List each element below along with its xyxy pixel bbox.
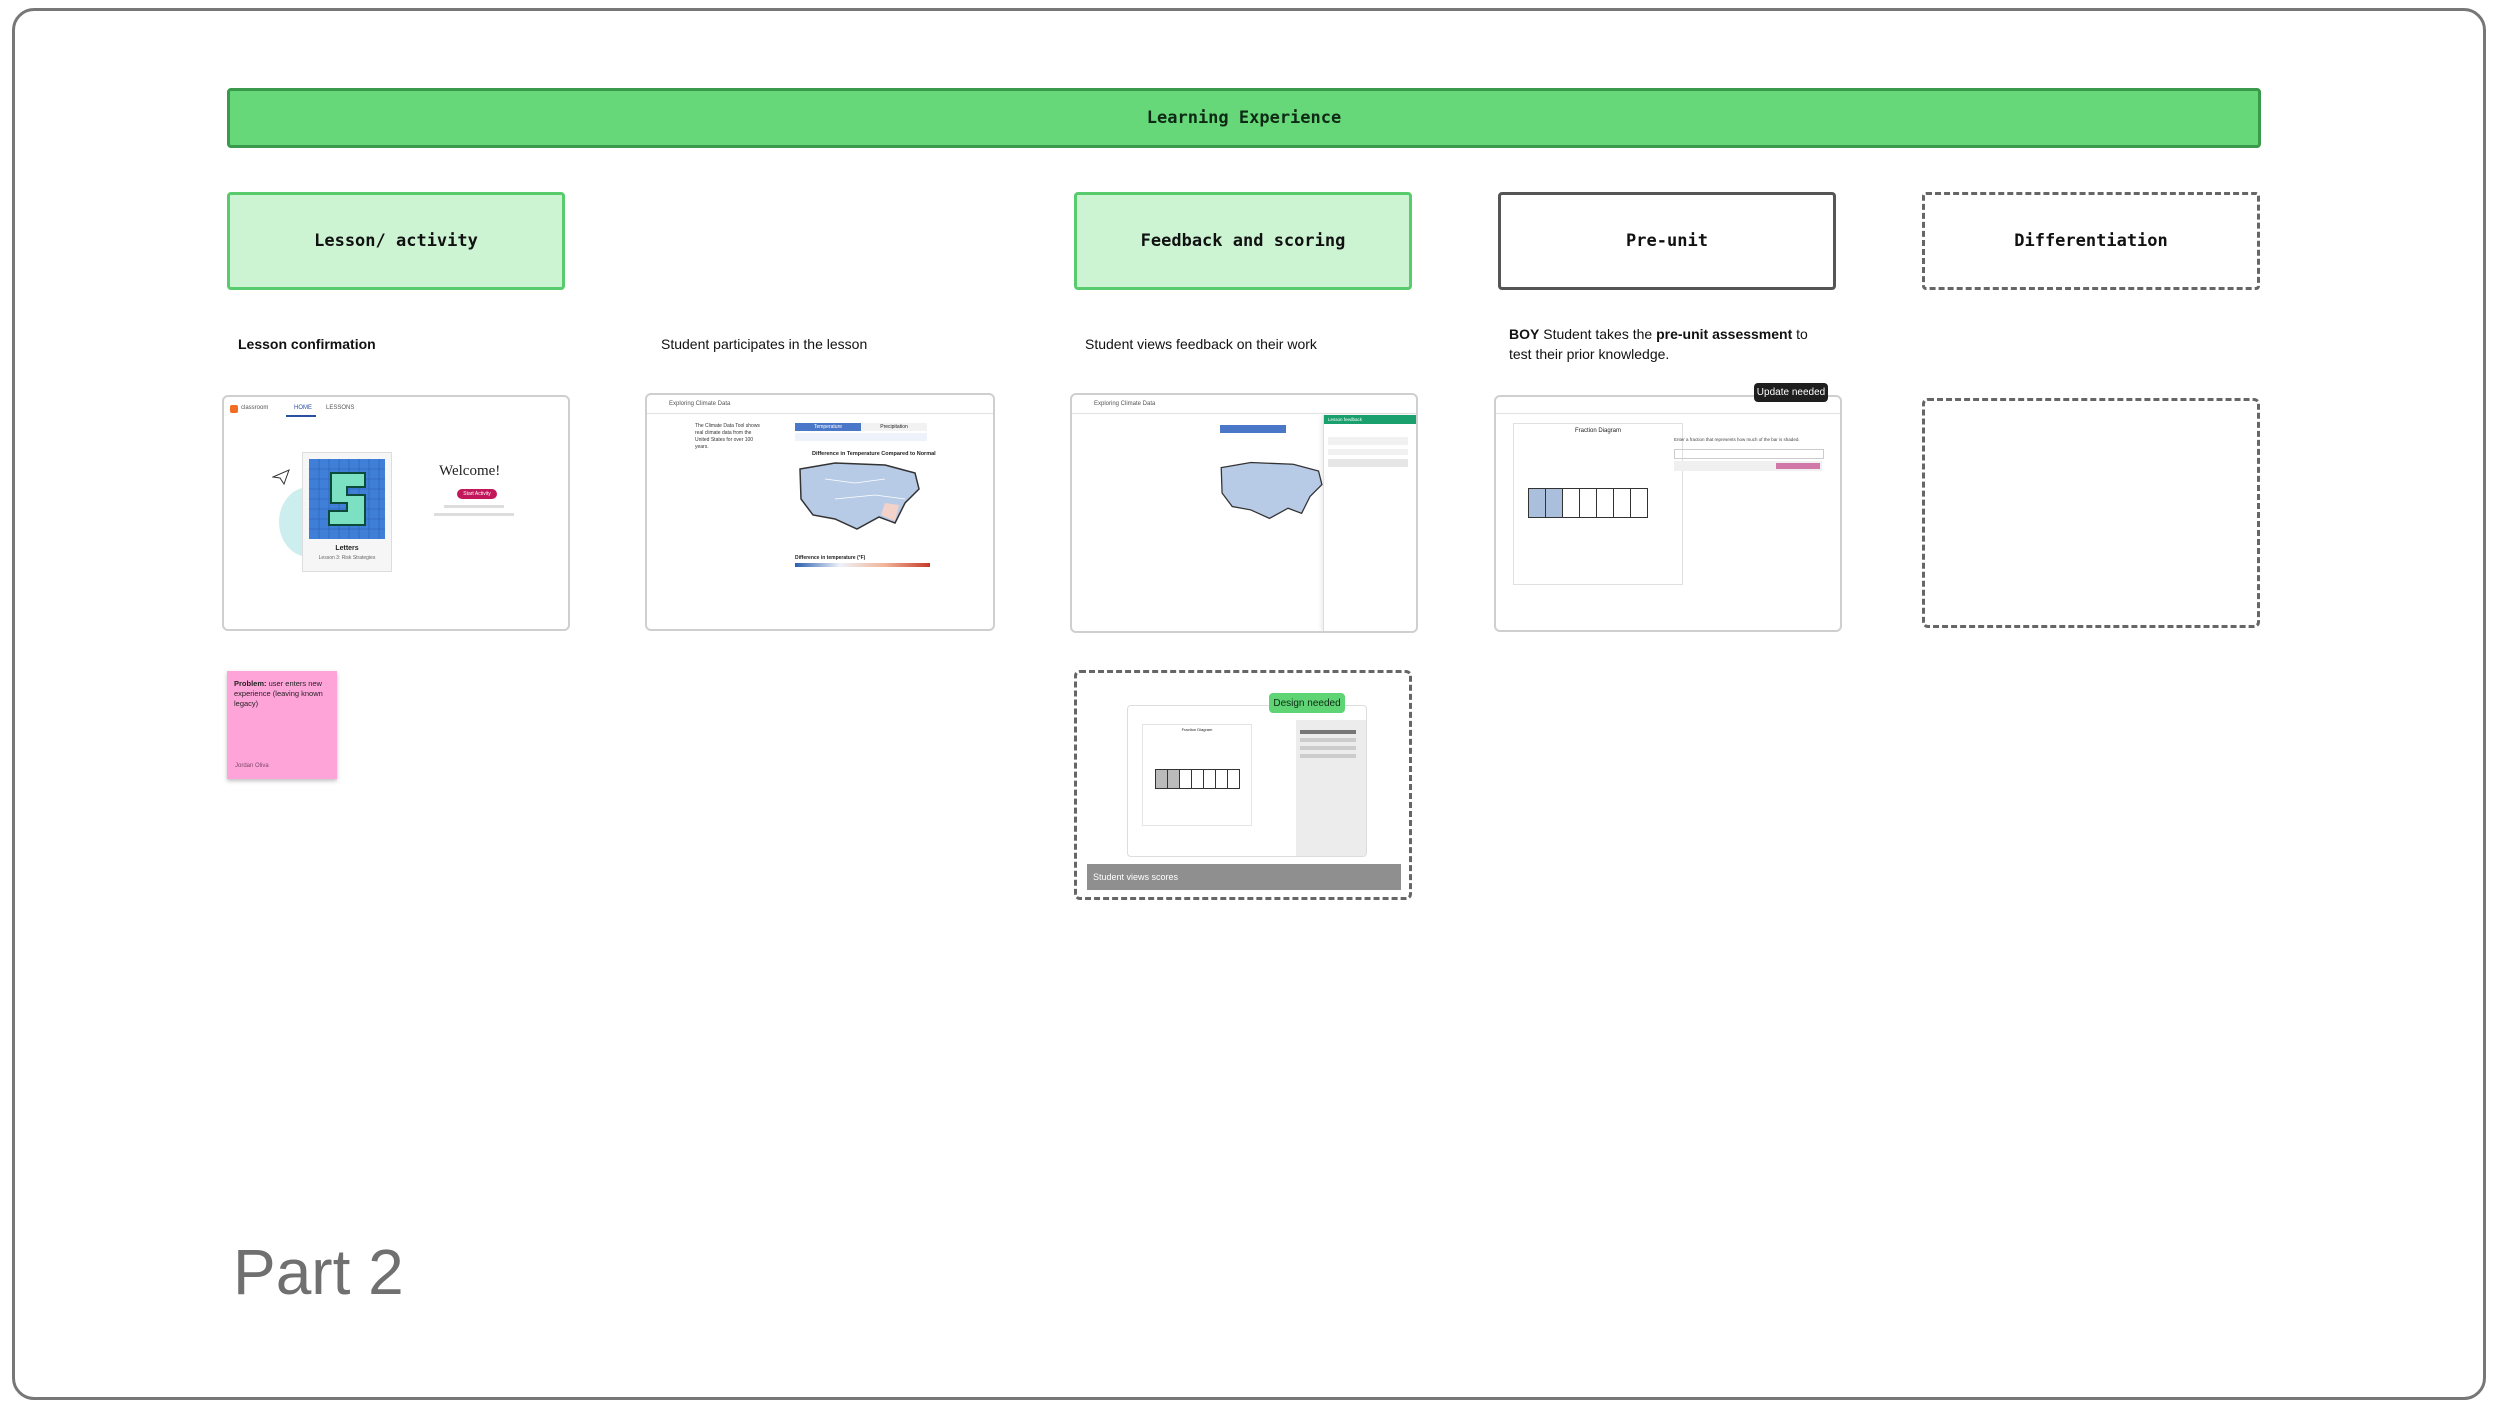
step-feedback: Student views feedback on their work bbox=[1085, 336, 1317, 352]
sticky-prefix: Problem: bbox=[234, 679, 267, 688]
toolbar-divider bbox=[1072, 413, 1416, 414]
question-title: Fraction Diagram bbox=[1574, 428, 1621, 434]
feedback-panel-title: Lesson feedback bbox=[1324, 415, 1416, 424]
feedback-item bbox=[1328, 449, 1408, 455]
bar-segment bbox=[1180, 769, 1192, 789]
scores-placeholder[interactable]: Fraction Diagram Design needed Student v… bbox=[1074, 670, 1412, 900]
banner-title: Learning Experience bbox=[1146, 108, 1342, 128]
question-frame: Fraction Diagram bbox=[1513, 423, 1683, 585]
us-map bbox=[1217, 457, 1327, 534]
tab-temperature[interactable] bbox=[1220, 425, 1286, 433]
year-selector[interactable] bbox=[795, 433, 927, 441]
feedback-card-title: Exploring Climate Data bbox=[1094, 401, 1156, 407]
bar-segment-shaded bbox=[1155, 769, 1168, 789]
feedback-screen-thumbnail[interactable]: Exploring Climate Data Lesson feedback bbox=[1070, 393, 1418, 633]
bar-segment bbox=[1204, 769, 1216, 789]
learning-experience-banner[interactable]: Learning Experience bbox=[227, 88, 2261, 148]
letter-s-icon bbox=[309, 459, 385, 539]
bar-segment bbox=[1563, 488, 1580, 518]
question-frame: Fraction Diagram bbox=[1142, 724, 1252, 826]
differentiation-placeholder[interactable] bbox=[1922, 398, 2260, 628]
column-label: Lesson/ activity bbox=[314, 231, 478, 251]
scores-row bbox=[1300, 738, 1356, 742]
column-feedback-scoring[interactable]: Feedback and scoring bbox=[1074, 192, 1412, 290]
bar-segment bbox=[1597, 488, 1614, 518]
column-label: Pre-unit bbox=[1626, 231, 1708, 251]
paper-plane-icon bbox=[271, 469, 290, 490]
helper-line bbox=[434, 513, 514, 516]
bar-segment bbox=[1192, 769, 1204, 789]
bar-segment bbox=[1631, 488, 1648, 518]
legend-title: Difference in temperature (°F) bbox=[795, 555, 866, 561]
bar-segment-shaded bbox=[1546, 488, 1563, 518]
feedback-item bbox=[1328, 437, 1408, 445]
part-label: Part 2 bbox=[233, 1236, 404, 1308]
bar-segment bbox=[1216, 769, 1228, 789]
sticky-author: Jordan Oliva bbox=[235, 763, 269, 769]
lesson-title: Letters bbox=[335, 545, 359, 552]
scores-screen-thumbnail: Fraction Diagram bbox=[1127, 705, 1367, 857]
answer-field[interactable] bbox=[1674, 449, 1824, 459]
scores-panel bbox=[1296, 720, 1366, 856]
update-needed-badge: Update needed bbox=[1754, 383, 1828, 402]
welcome-heading: Welcome! bbox=[439, 463, 501, 479]
helper-line bbox=[444, 505, 504, 508]
tab-indicator bbox=[286, 415, 316, 417]
column-lesson-activity[interactable]: Lesson/ activity bbox=[227, 192, 565, 290]
scores-row bbox=[1300, 746, 1356, 750]
lesson-art bbox=[309, 459, 385, 539]
fraction-bar bbox=[1528, 488, 1648, 518]
welcome-screen-thumbnail[interactable]: classroom HOME LESSONS Letters Lesson 3:… bbox=[222, 395, 570, 631]
bar-segment bbox=[1580, 488, 1597, 518]
tab-temperature[interactable]: Temperature bbox=[795, 423, 861, 431]
column-pre-unit[interactable]: Pre-unit bbox=[1498, 192, 1836, 290]
step-text-end: to test their prior knowledge. bbox=[1509, 326, 1808, 362]
step-text: Student takes the bbox=[1539, 326, 1657, 342]
step-participates: Student participates in the lesson bbox=[661, 336, 868, 352]
toolbar-divider bbox=[647, 413, 993, 414]
lesson-subtitle: Lesson 3: Risk Strategies bbox=[318, 555, 376, 561]
lesson-card-title: Exploring Climate Data bbox=[669, 401, 731, 407]
step-lesson-confirmation: Lesson confirmation bbox=[238, 336, 376, 352]
column-differentiation[interactable]: Differentiation bbox=[1922, 192, 2260, 290]
column-label: Differentiation bbox=[2014, 231, 2168, 251]
pre-unit-screen-thumbnail[interactable]: Fraction Diagram Enter a fraction that r… bbox=[1494, 395, 1842, 632]
start-activity-button[interactable]: Start Activity bbox=[457, 489, 497, 499]
lesson-screen-thumbnail[interactable]: Exploring Climate Data The Climate Data … bbox=[645, 393, 995, 631]
scores-caption: Student views scores bbox=[1087, 864, 1401, 890]
toolbar-divider bbox=[1496, 413, 1840, 414]
bar-segment-shaded bbox=[1168, 769, 1180, 789]
bar-segment bbox=[1614, 488, 1631, 518]
bar-segment-shaded bbox=[1528, 488, 1546, 518]
problem-sticky-note[interactable]: Problem: user enters new experience (lea… bbox=[227, 671, 337, 779]
legend-gradient bbox=[795, 563, 930, 567]
question-title: Fraction Diagram bbox=[1181, 727, 1213, 732]
feedback-item bbox=[1328, 459, 1408, 467]
step-boy-tag: BOY bbox=[1509, 326, 1540, 342]
map-title: Difference in Temperature Compared to No… bbox=[812, 451, 936, 457]
bar-segment bbox=[1228, 769, 1240, 789]
answer-row bbox=[1674, 461, 1822, 471]
scores-row bbox=[1300, 730, 1356, 734]
fraction-bar bbox=[1155, 769, 1240, 789]
submit-button[interactable] bbox=[1776, 463, 1820, 469]
scores-row bbox=[1300, 754, 1356, 758]
step-bold-text: pre-unit assessment bbox=[1656, 326, 1793, 342]
us-map bbox=[795, 459, 925, 544]
question-prompt: Enter a fraction that represents how muc… bbox=[1674, 437, 1800, 442]
design-needed-badge: Design needed bbox=[1269, 693, 1345, 713]
lesson-body-text: The Climate Data Tool shows real climate… bbox=[695, 423, 760, 450]
app-logo-icon bbox=[230, 405, 238, 413]
tab-home: HOME bbox=[294, 405, 312, 411]
tab-lessons: LESSONS bbox=[326, 405, 355, 411]
app-name: classroom bbox=[241, 405, 269, 411]
lesson-card: Letters Lesson 3: Risk Strategies bbox=[302, 452, 392, 572]
tab-precipitation[interactable]: Precipitation bbox=[861, 423, 927, 431]
feedback-panel[interactable]: Lesson feedback bbox=[1323, 415, 1416, 631]
column-label: Feedback and scoring bbox=[1140, 231, 1346, 251]
sticky-text: user enters new experience (leaving know… bbox=[234, 679, 323, 708]
step-pre-unit: BOY Student takes the pre-unit assessmen… bbox=[1509, 324, 1809, 364]
